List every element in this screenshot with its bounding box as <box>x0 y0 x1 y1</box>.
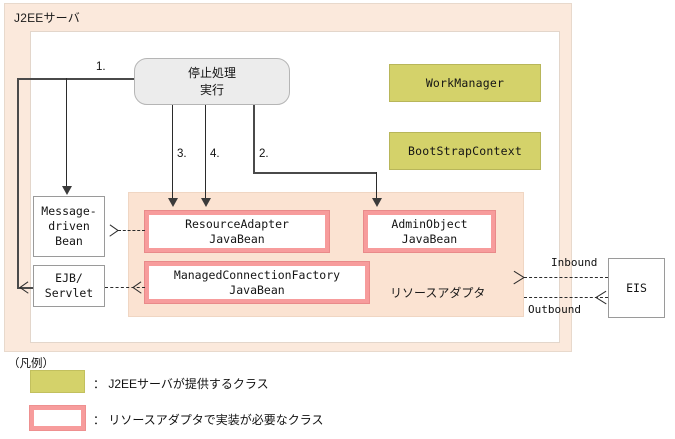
resource-adapter-javabean-line1: ResourceAdapter <box>185 216 289 231</box>
mdb-line1: Message- <box>41 204 97 218</box>
outbound-label: Outbound <box>528 303 581 316</box>
inbound-label: Inbound <box>551 256 598 269</box>
stop-process-line2: 実行 <box>199 82 224 97</box>
mdb-line3: Bean <box>55 234 83 248</box>
resource-adapter-javabean-box: ResourceAdapter JavaBean <box>144 210 330 253</box>
legend-swatch-provided-class <box>30 370 85 393</box>
arrowhead-step4 <box>201 198 211 207</box>
resource-adapter-label: リソースアダプタ <box>390 286 486 300</box>
arrowhead-step2 <box>372 198 382 207</box>
step-label-1: 1. <box>96 61 106 73</box>
connector-inbound <box>524 277 608 278</box>
ejb-servlet-line1: EJB/ <box>55 271 83 285</box>
message-driven-bean-box: Message- driven Bean <box>33 196 105 257</box>
mdb-line2: driven <box>48 219 90 233</box>
admin-object-javabean-line2: JavaBean <box>401 231 458 246</box>
connector-step3 <box>172 105 174 200</box>
eis-box: EIS <box>608 258 665 318</box>
connector-step1-to-ejb <box>17 287 33 289</box>
resource-adapter-javabean-line2: JavaBean <box>209 231 265 246</box>
stop-process-box: 停止処理 実行 <box>134 58 290 105</box>
work-manager-box: WorkManager <box>389 64 541 102</box>
connector-step2-drop <box>376 172 378 200</box>
ejb-servlet-box: EJB/ Servlet <box>33 265 105 307</box>
legend-text-implement-class: ： リソースアダプタで実装が必要なクラス <box>93 413 324 427</box>
admin-object-javabean-box: AdminObject JavaBean <box>363 210 496 253</box>
bootstrap-context-box: BootStrapContext <box>389 132 541 170</box>
legend-text-provided-class: ： J2EEサーバが提供するクラス <box>93 377 269 391</box>
connector-ejb-to-mcf <box>105 287 145 288</box>
managed-connection-factory-javabean-box: ManagedConnectionFactory JavaBean <box>144 261 370 304</box>
legend-title: （凡例） <box>8 358 54 370</box>
connector-step1-mdb-rail <box>66 78 68 188</box>
connector-ra-to-mdb <box>118 230 145 231</box>
step-label-4: 4. <box>210 148 220 160</box>
connector-step4 <box>205 105 207 200</box>
connector-step2-horizontal <box>253 172 377 174</box>
stop-process-line1: 停止処理 <box>187 65 236 80</box>
legend-swatch-implement-class <box>29 405 86 431</box>
step-label-2: 2. <box>259 148 269 160</box>
mcf-javabean-line1: ManagedConnectionFactory <box>173 267 341 282</box>
connector-step1-left-rail <box>17 78 19 287</box>
eis-label: EIS <box>626 280 647 295</box>
connector-step1-horizontal <box>17 78 135 80</box>
connector-step2-vertical <box>253 105 255 174</box>
admin-object-javabean-line1: AdminObject <box>391 216 468 231</box>
ejb-servlet-line2: Servlet <box>44 286 94 300</box>
arrowhead-step3 <box>168 198 178 207</box>
mcf-javabean-line2: JavaBean <box>229 282 285 297</box>
step-label-3: 3. <box>177 148 187 160</box>
connector-outbound <box>524 297 608 298</box>
j2ee-server-title: J2EEサーバ <box>14 11 80 25</box>
arrowhead-to-mdb <box>62 186 72 195</box>
